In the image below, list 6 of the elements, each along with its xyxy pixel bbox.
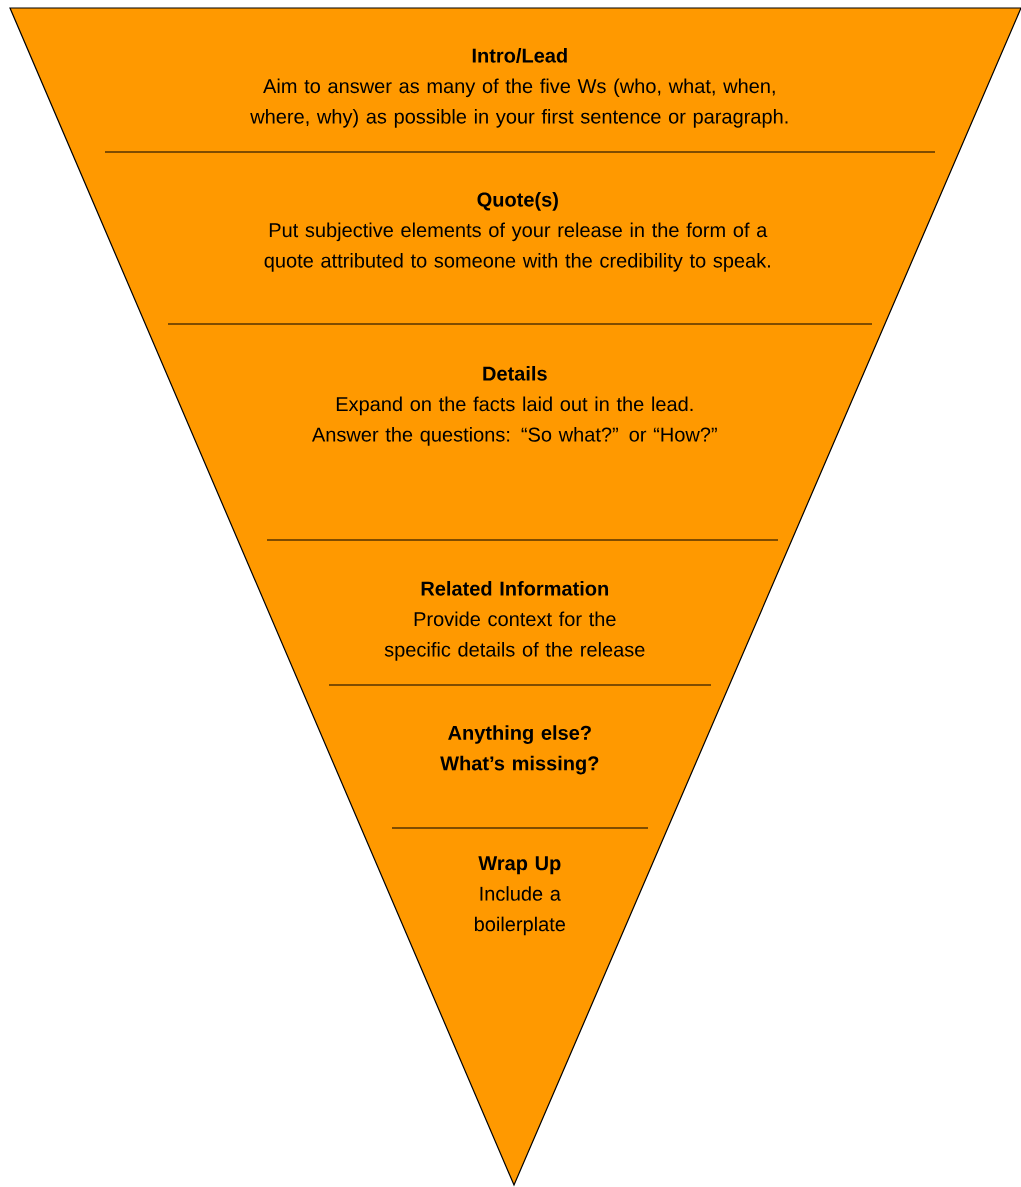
section-text: Related Information Provide context for the specific details of the release: [384, 581, 645, 661]
section-text: Quote(s) Put subjective elements of your release in the form of a quote attributed to someone with the credibility to speak.: [264, 192, 770, 272]
section-text: Wrap Up Include a boilerplate: [474, 856, 566, 936]
section-text: Details Expand on the facts laid out in the lead. Answer the questions: “So what?” or “How?”: [311, 366, 717, 446]
section-text: Intro/Lead Aim to answer as many of the five Ws (who, what, when, where, why) as possible in your first sentence or paragraph.: [250, 48, 788, 128]
section-text: Anything else? What’s missing?: [440, 725, 599, 775]
